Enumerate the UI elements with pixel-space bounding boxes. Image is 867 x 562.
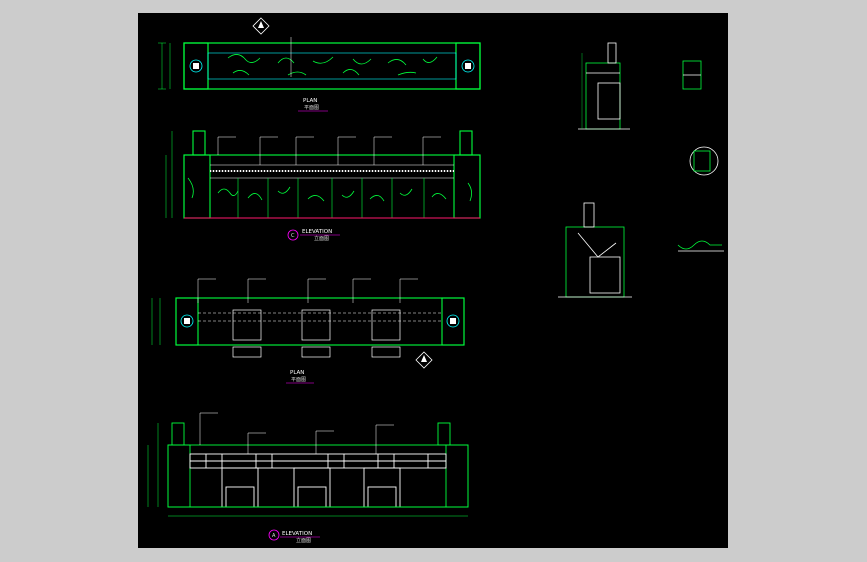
north-arrow-icon <box>252 17 270 35</box>
section-marker-icon-bottom <box>268 529 280 541</box>
annotation-leaders <box>197 136 441 454</box>
cad-drawing: PLAN 平面图 C ELEVATION 立面图 <box>147 17 724 544</box>
elevation-top-view <box>165 130 481 219</box>
drawing-sheet: PLAN 平面图 C ELEVATION 立面图 <box>138 13 728 548</box>
plan-bottom-view <box>151 297 465 358</box>
plan-top-view <box>158 37 481 90</box>
elevation-bottom-view <box>147 422 469 517</box>
plan-bottom-title: PLAN <box>290 370 304 376</box>
plan-bottom-subtitle: 平面图 <box>291 377 306 383</box>
section-detail-2 <box>558 202 632 298</box>
section-marker-icon <box>287 229 299 241</box>
section-detail-1 <box>578 42 630 130</box>
elevation-bottom-title: ELEVATION <box>282 531 312 537</box>
elevation-bottom-subtitle: 立面图 <box>296 537 311 544</box>
north-arrow-icon-bottom <box>415 351 433 369</box>
elevation-top-subtitle: 立面图 <box>314 235 329 242</box>
plan-top-subtitle: 平面图 <box>304 105 319 111</box>
detail-callout-2 <box>689 146 719 176</box>
detail-callout-3 <box>677 240 724 252</box>
elevation-bottom-marker: A <box>272 533 276 539</box>
elevation-top-marker: C <box>291 233 295 239</box>
detail-callout-1 <box>682 60 702 90</box>
elevation-top-title: ELEVATION <box>302 229 332 235</box>
plan-top-title: PLAN <box>303 98 317 104</box>
